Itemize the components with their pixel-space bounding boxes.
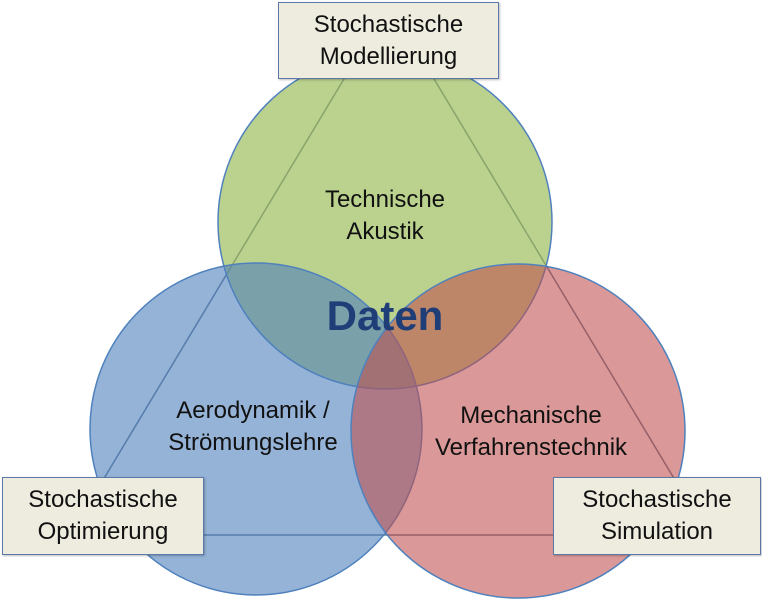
label-mechanische-verfahrenstechnik: Mechanische Verfahrenstechnik (435, 400, 627, 464)
box-stochastische-simulation: Stochastische Simulation (553, 477, 761, 555)
label-line: Akustik (346, 218, 424, 245)
label-technische-akustik: Technische Akustik (325, 184, 445, 248)
center-label-daten: Daten (326, 292, 444, 339)
box-line: Optimierung (37, 518, 169, 545)
box-line: Stochastische (582, 486, 732, 513)
box-line: Modellierung (319, 43, 458, 70)
label-line: Verfahrenstechnik (434, 434, 628, 461)
label-line: Strömungslehre (168, 429, 338, 456)
box-line: Simulation (600, 518, 714, 545)
label-line: Aerodynamik / (176, 397, 330, 424)
box-stochastische-modellierung: Stochastische Modellierung (278, 2, 499, 79)
label-aerodynamik: Aerodynamik / Strömungslehre (168, 395, 337, 459)
box-line: Stochastische (28, 486, 178, 513)
box-stochastische-optimierung: Stochastische Optimierung (2, 477, 204, 555)
box-line: Stochastische (313, 11, 464, 38)
label-line: Technische (324, 186, 446, 213)
label-line: Mechanische (460, 402, 602, 429)
